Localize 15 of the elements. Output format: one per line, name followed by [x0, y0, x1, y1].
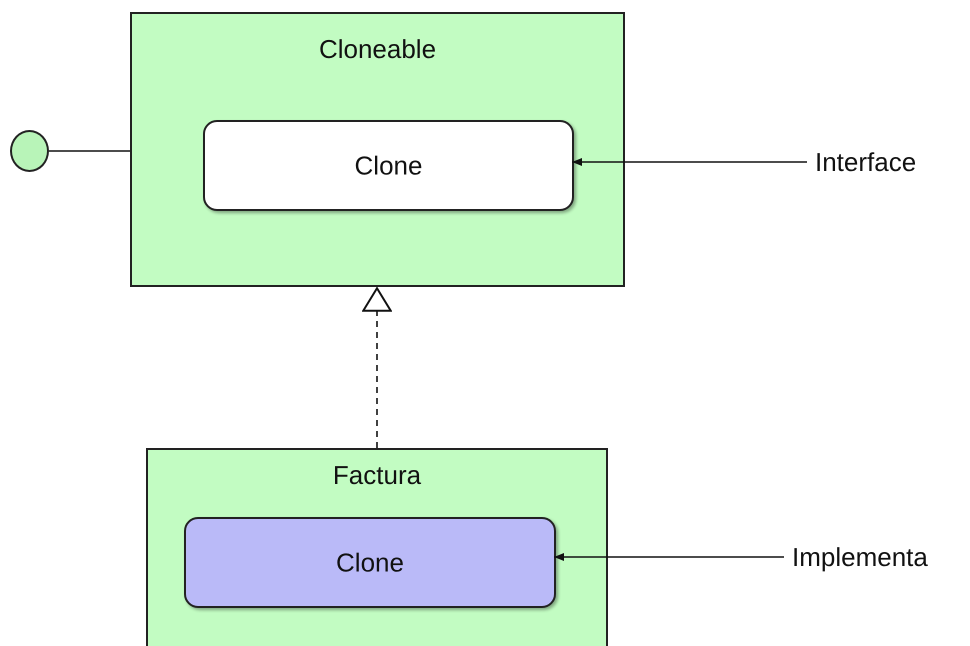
- arrow: [572, 158, 807, 166]
- method-name: Clone: [354, 150, 424, 181]
- class-name: Factura: [332, 460, 422, 491]
- annotation-label: Implementa: [792, 542, 929, 573]
- method-name: Clone: [335, 547, 405, 578]
- connector-line: [49, 150, 130, 152]
- interface-circle: [10, 130, 49, 172]
- class-box: [130, 12, 625, 287]
- class-box: [146, 448, 608, 646]
- annotation-label: Interface: [815, 147, 918, 178]
- arrow: [554, 553, 784, 561]
- realization-arrow: [362, 287, 392, 448]
- method-box: [203, 120, 574, 211]
- class-name: Cloneable: [318, 34, 438, 65]
- method-box: [184, 517, 556, 608]
